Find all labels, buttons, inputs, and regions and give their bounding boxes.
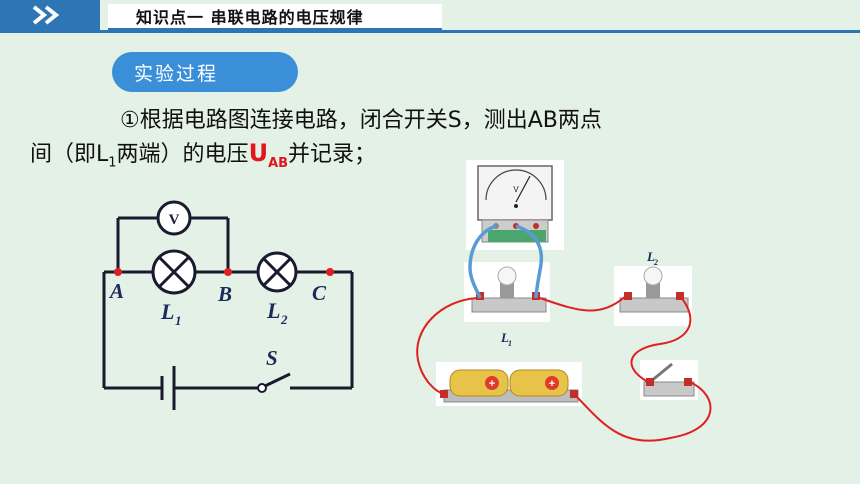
lamp-l2-icon — [256, 251, 298, 293]
label-l2-sub: 2 — [280, 312, 288, 327]
instruction-line-2: 间（即L1两端）的电压UAB并记录； — [30, 139, 377, 171]
apparatus-l2: L — [646, 249, 655, 264]
switch-icon — [257, 372, 291, 393]
header-divider — [0, 30, 860, 33]
lamp-l1-icon — [151, 249, 197, 295]
line2-mid: 两端）的电压 — [116, 142, 249, 167]
meter-unit: V — [513, 185, 519, 194]
label-l1: L — [160, 299, 174, 324]
label-a: A — [108, 279, 124, 303]
voltage-sub: AB — [268, 155, 289, 171]
label-l2: L — [266, 298, 280, 323]
label-c: C — [312, 281, 327, 305]
label-l1-sub: 1 — [175, 313, 182, 328]
apparatus-l1-sub: 1 — [508, 339, 512, 348]
page-title: 知识点一 串联电路的电压规律 — [108, 4, 442, 30]
node-c-dot — [326, 268, 334, 276]
top-bar: 知识点一 串联电路的电压规律 — [0, 0, 860, 38]
node-a-dot — [114, 268, 122, 276]
label-s: S — [266, 346, 278, 370]
label-b: B — [217, 282, 232, 306]
node-b-dot — [224, 268, 232, 276]
battery-icon — [160, 366, 176, 410]
voltmeter-device: V — [466, 160, 564, 250]
section-pill: 实验过程 — [112, 52, 298, 92]
voltmeter-label: V — [169, 212, 180, 228]
instruction-line-1: ①根据电路图连接电路，闭合开关S，测出AB两点 — [120, 108, 602, 133]
battery-holder: + + — [436, 362, 582, 406]
apparatus-l1: L — [500, 330, 509, 345]
instruction-text: ①根据电路图连接电路，闭合开关S，测出AB两点 间（即L1两端）的电压UAB并记… — [30, 104, 830, 180]
voltage-main: U — [248, 139, 269, 167]
line2-after: 并记录； — [288, 142, 377, 167]
voltmeter-icon — [156, 200, 192, 236]
apparatus-l2-sub: 2 — [653, 258, 658, 267]
double-chevron-icon — [32, 5, 60, 25]
chevron-badge — [0, 0, 100, 30]
line2-sub: 1 — [108, 155, 117, 171]
line2-before: 间（即L — [30, 142, 109, 167]
battery-plus-1: + — [489, 378, 495, 390]
knife-switch — [640, 360, 698, 400]
battery-plus-2: + — [549, 378, 555, 390]
lamp-l2-board — [614, 266, 692, 326]
voltage-symbol: UAB — [248, 139, 288, 171]
